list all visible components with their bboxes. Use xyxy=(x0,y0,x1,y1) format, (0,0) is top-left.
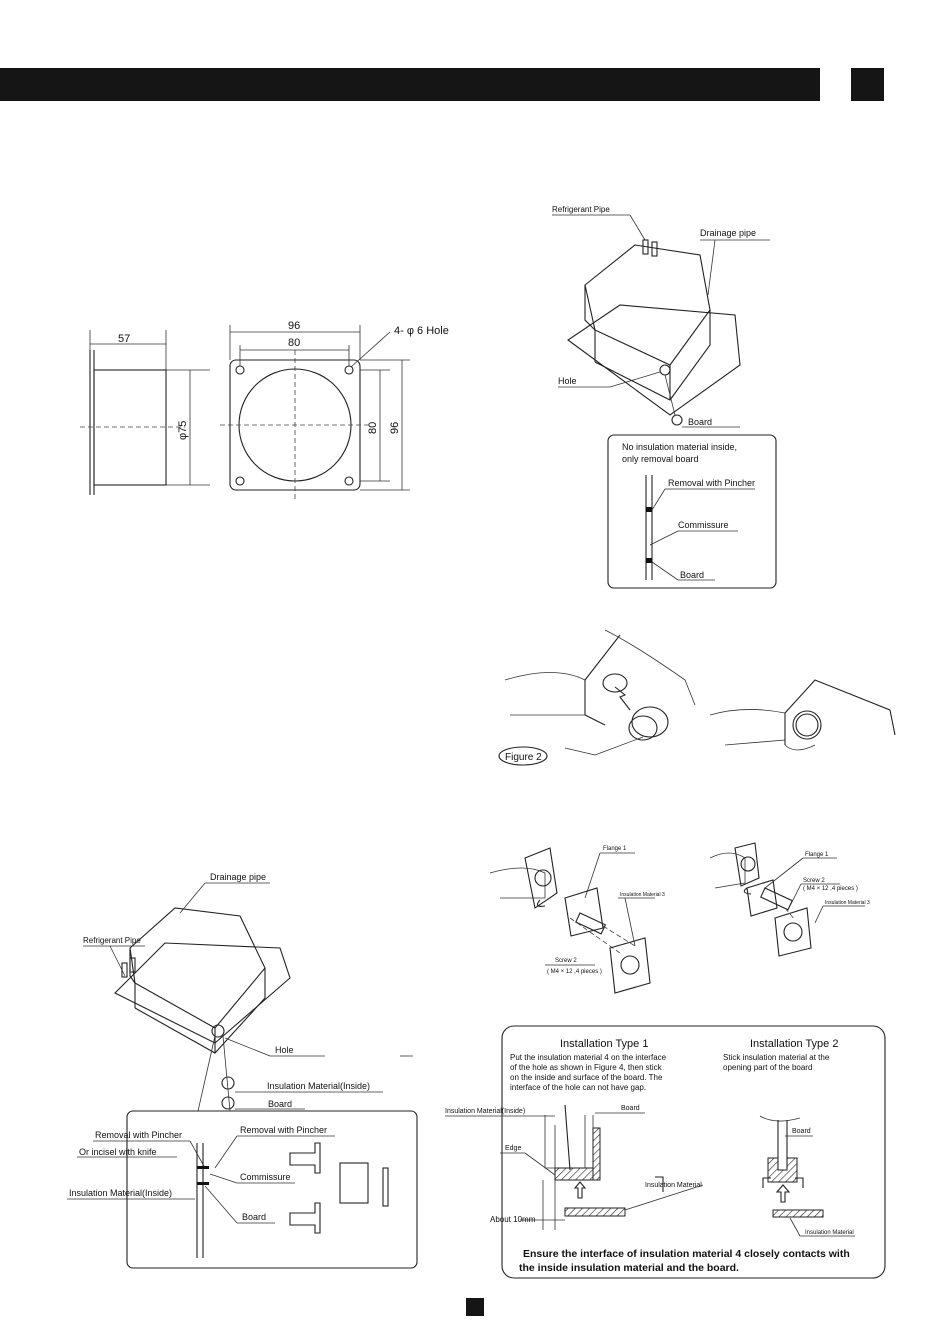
type2-line-1: Stick insulation material at the xyxy=(723,1053,830,1062)
type1-title: Installation Type 1 xyxy=(560,1038,648,1050)
label-insulation-inside-t1: Insulation Material(Inside) xyxy=(445,1108,525,1115)
note-line-1: No insulation material inside, xyxy=(622,442,737,452)
dim-outer: 96 xyxy=(288,320,300,332)
type1-line-3: on the inside and surface of the board. … xyxy=(510,1073,663,1082)
label-removal-pincher: Removal with Pincher xyxy=(668,478,755,488)
label-board: Board xyxy=(688,417,712,427)
note-line-2: only removal board xyxy=(622,454,699,464)
label-commissure: Commissure xyxy=(678,520,729,530)
installation-types-box: Installation Type 1 Put the insulation m… xyxy=(445,1025,886,1279)
label-board-4: Board xyxy=(242,1212,266,1222)
dim-diameter: φ75 xyxy=(177,421,189,440)
label-drainage-pipe-2: Drainage pipe xyxy=(210,872,266,882)
type1-line-2: of the hole as shown in Figure 4, then s… xyxy=(510,1063,663,1072)
label-refrigerant-pipe-2: Refrigerant Pipe xyxy=(83,936,141,945)
label-incise: Or incisel with knife xyxy=(79,1147,157,1157)
label-about-10mm: About 10mm xyxy=(490,1215,536,1224)
screw-right-label: Screw 2 xyxy=(803,878,825,884)
screw-left-spec: ( M4 × 12 ,4 pieces ) xyxy=(547,969,602,975)
type1-line-1: Put the insulation material 4 on the int… xyxy=(510,1053,667,1062)
label-board-t2: Board xyxy=(792,1128,811,1135)
header-bar xyxy=(0,68,820,101)
install-footer-1: Ensure the interface of insulation mater… xyxy=(523,1248,850,1260)
label-insulation-inside-2: Insulation Material(Inside) xyxy=(69,1188,172,1198)
install-footer-2: the inside insulation material and the b… xyxy=(519,1262,739,1274)
type1-line-4: interface of the hole can not have gap. xyxy=(510,1083,646,1092)
header-page-box xyxy=(851,68,884,101)
label-hole-2: Hole xyxy=(275,1045,294,1055)
type2-line-2: opening part of the board xyxy=(723,1063,812,1072)
unit-diagram-top: Refrigerant Pipe Drainage pipe Hole Boar… xyxy=(552,205,777,589)
screw-right-spec: ( M4 × 12 ,4 pieces ) xyxy=(803,886,858,892)
type2-title: Installation Type 2 xyxy=(750,1038,838,1050)
label-commissure-2: Commissure xyxy=(240,1172,291,1182)
label-board-2: Board xyxy=(680,570,704,580)
flange-drawing: Flange 1 Insulation Material 3 Screw 2 (… xyxy=(489,842,870,994)
flange-right-label: Flange 1 xyxy=(805,852,829,858)
figure-2-label: Figure 2 xyxy=(505,752,542,763)
dim-side-inner: 80 xyxy=(367,422,379,434)
label-hole: Hole xyxy=(558,376,577,386)
dimension-drawing: 57 φ75 96 80 4- φ 6 Hole 80 96 xyxy=(80,320,449,500)
screw-left-label: Screw 2 xyxy=(555,958,577,964)
label-insulation-inside: Insulation Material(Inside) xyxy=(267,1081,370,1091)
insulation-left-label: Insulation Material 3 xyxy=(620,892,665,898)
label-board-t1: Board xyxy=(621,1105,640,1112)
dim-inner: 80 xyxy=(288,337,300,349)
unit-diagram-bottom: Drainage pipe Refrigerant Pipe Hole Insu… xyxy=(67,872,418,1269)
dim-depth: 57 xyxy=(118,333,130,345)
label-board-3: Board xyxy=(268,1099,292,1109)
figure-2-drawing: Figure 2 xyxy=(498,629,896,766)
insulation-right-label: Insulation Material 3 xyxy=(825,900,870,906)
label-drainage-pipe: Drainage pipe xyxy=(700,228,756,238)
dim-holes: 4- φ 6 Hole xyxy=(394,325,449,337)
label-removal-pincher-2: Removal with Pincher xyxy=(240,1125,327,1135)
label-insulation-material: Insulation Material xyxy=(645,1182,702,1189)
dim-side-outer: 96 xyxy=(389,422,401,434)
page-number-mark xyxy=(466,1298,484,1316)
label-insulation-material-t2: Insulation Material xyxy=(805,1230,854,1236)
label-removal-pincher-1: Removal with Pincher xyxy=(95,1130,182,1140)
label-refrigerant-pipe: Refrigerant Pipe xyxy=(552,205,610,214)
flange-left-label: Flange 1 xyxy=(603,846,627,852)
label-edge: Edge xyxy=(505,1145,521,1152)
